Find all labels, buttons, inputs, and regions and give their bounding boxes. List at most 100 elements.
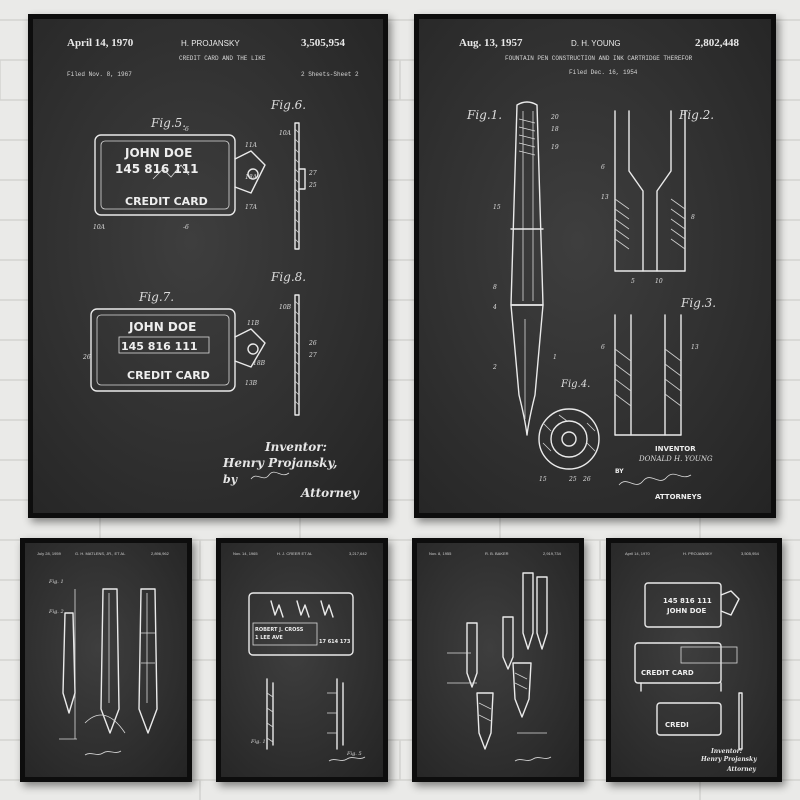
credit-card-small-drawings: 145 816 111 JOHN DOE CREDIT CARD CREDI I… [634, 582, 757, 773]
patent-number: 3,505,954 [301, 37, 345, 49]
svg-text:15: 15 [493, 204, 501, 211]
fig-8-label: Fig.8. [270, 270, 306, 284]
patent-number: 2,919,734 [543, 551, 561, 556]
svg-text:18A: 18A [245, 174, 258, 181]
poster-credit-card-small: April 14, 1970 H. PROJANSKY 3,505,954 14… [606, 538, 782, 782]
patent-inventor-name: H. PROJANSKY [683, 551, 713, 556]
fig-1-label: Fig.1. [466, 108, 502, 122]
svg-text:8: 8 [493, 284, 497, 291]
svg-text:6: 6 [601, 164, 605, 171]
fountain-tip-drawings [447, 572, 552, 762]
card-caption-short: CREDI [665, 721, 689, 729]
svg-text:-6: -6 [183, 126, 189, 133]
svg-text:10A: 10A [93, 224, 106, 231]
chalkboard-print: Nov. 14, 1965 H. J. CREER ET AL 3,217,64… [221, 543, 383, 777]
fig-4-label: Fig.4. [560, 379, 590, 390]
inventor-signature: Henry Projansky, [222, 456, 337, 470]
poster-pen-pencil-small: July 28, 1959 G. H. MATLENS, JR., ET AL … [20, 538, 192, 782]
inventor-signed-name: DONALD H. YOUNG [638, 455, 713, 463]
inventor-signature: Henry Projansky [700, 756, 757, 763]
by-label: by [223, 473, 239, 486]
fig-3-label: Fig.3. [680, 296, 716, 310]
svg-text:18: 18 [551, 126, 559, 133]
svg-text:13: 13 [601, 194, 609, 201]
poster-fountain-pen-large: Aug. 13, 1957 D. H. YOUNG 2,802,448 FOUN… [414, 14, 776, 518]
patent-inventor-name: G. H. MATLENS, JR., ET AL [75, 551, 126, 556]
svg-text:13: 13 [691, 344, 699, 351]
poster-credit-card-large: April 14, 1970 H. PROJANSKY 3,505,954 CR… [28, 14, 388, 518]
patent-number: 3,505,954 [741, 551, 759, 556]
svg-text:26: 26 [582, 476, 591, 483]
svg-text:5: 5 [631, 278, 635, 285]
card-name-fig5: JOHN DOE [124, 146, 192, 160]
chalkboard-print: July 28, 1959 G. H. MATLENS, JR., ET AL … [25, 543, 187, 777]
patent-date: April 14, 1970 [625, 551, 650, 556]
fig-7-label: Fig.7. [138, 290, 174, 304]
card-number-small: 145 816 111 [663, 597, 712, 605]
svg-text:25: 25 [308, 182, 317, 189]
card-address: 1 LEE AVE [255, 635, 283, 641]
fig-2-label: Fig.2. [678, 108, 714, 122]
patent-date: Nov. 8, 1955 [429, 551, 452, 556]
svg-text:6: 6 [601, 344, 605, 351]
svg-text:13B: 13B [245, 380, 258, 387]
by-label: BY [615, 468, 624, 475]
patent-title: FOUNTAIN PEN CONSTRUCTION AND INK CARTRI… [505, 55, 693, 62]
svg-text:26: 26 [308, 340, 317, 347]
patent-date: July 28, 1959 [37, 551, 61, 556]
svg-text:19: 19 [551, 144, 559, 151]
card-number-fig5: 145 816 111 [115, 162, 199, 176]
svg-text:10B: 10B [279, 304, 292, 311]
inventor-caption: Inventor: [710, 748, 742, 755]
attorneys-label: ATTORNEYS [655, 493, 702, 501]
inventor-caption: Inventor: [264, 440, 327, 454]
patent-sheet-count: 2 Sheets-Sheet 2 [301, 71, 359, 78]
patent-number: 3,217,642 [349, 551, 367, 556]
attorney-label: Attorney [726, 766, 756, 773]
svg-text:Fig. 1: Fig. 1 [48, 579, 64, 585]
card-caption-fig5: CREDIT CARD [125, 195, 208, 208]
svg-text:25: 25 [568, 476, 577, 483]
svg-text:27: 27 [308, 170, 317, 177]
pen-pencil-drawings: Fig. 1 Fig. 2 [48, 579, 158, 756]
svg-text:4: 4 [492, 304, 497, 311]
svg-text:-6: -6 [183, 224, 189, 231]
patent-date: Nov. 14, 1965 [233, 551, 258, 556]
card-number: 17 614 173 [319, 639, 351, 645]
svg-text:17A: 17A [245, 204, 258, 211]
svg-text:Fig. 1: Fig. 1 [250, 739, 266, 745]
card-holder-name: ROBERT J. CROSS [255, 627, 304, 633]
patent-inventor-name: H. PROJANSKY [181, 39, 240, 48]
patent-date: Aug. 13, 1957 [459, 37, 523, 49]
card-number-fig7: 145 816 111 [121, 340, 198, 353]
svg-text:27: 27 [308, 352, 317, 359]
card-reader-drawings: ROBERT J. CROSS 1 LEE AVE 17 614 173 Fig… [248, 592, 366, 762]
chalkboard-print: April 14, 1970 H. PROJANSKY 3,505,954 CR… [33, 19, 383, 513]
poster-fountain-tip-small: Nov. 8, 1955 R. B. BAKER 2,919,734 [412, 538, 584, 782]
chalkboard-print: April 14, 1970 H. PROJANSKY 3,505,954 14… [611, 543, 777, 777]
svg-text:15: 15 [539, 476, 547, 483]
patent-filed-date: Filed Nov. 8, 1967 [67, 71, 132, 78]
patent-inventor-name: D. H. YOUNG [571, 39, 621, 48]
svg-text:2: 2 [492, 364, 497, 371]
patent-inventor-name: H. J. CREER ET AL [277, 551, 313, 556]
patent-number: 2,896,962 [151, 551, 169, 556]
svg-text:11A: 11A [245, 142, 258, 149]
svg-text:11B: 11B [247, 320, 260, 327]
card-name-fig7: JOHN DOE [128, 320, 196, 334]
svg-text:10: 10 [655, 278, 663, 285]
patent-title: CREDIT CARD AND THE LIKE [179, 55, 266, 62]
chalkboard-print: Aug. 13, 1957 D. H. YOUNG 2,802,448 FOUN… [419, 19, 771, 513]
chalkboard-print: Nov. 8, 1955 R. B. BAKER 2,919,734 [417, 543, 579, 777]
card-caption-small: CREDIT CARD [641, 669, 694, 677]
card-caption-fig7: CREDIT CARD [127, 369, 210, 382]
credit-card-drawings: Fig.5. JOHN DOE 145 816 111 CREDIT CARD … [82, 98, 360, 500]
inventor-caption: INVENTOR [655, 445, 696, 453]
attorney-label: Attorney [300, 486, 360, 500]
patent-date: April 14, 1970 [67, 37, 134, 49]
fig-6-label: Fig.6. [270, 98, 306, 112]
svg-text:1: 1 [553, 354, 557, 361]
poster-card-reader-small: Nov. 14, 1965 H. J. CREER ET AL 3,217,64… [216, 538, 388, 782]
fig-5-label: Fig.5. [150, 116, 186, 130]
svg-text:26: 26 [82, 354, 91, 361]
